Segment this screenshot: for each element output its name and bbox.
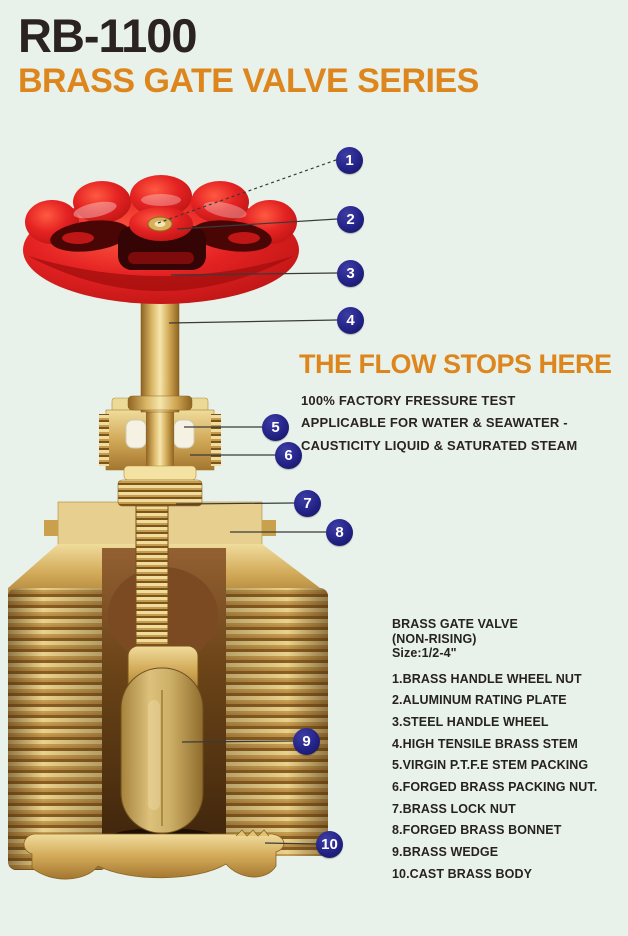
parts-list: 1.BRASS HANDLE WHEEL NUT 2.ALUMINUM RATI…: [392, 669, 597, 886]
part-item-8: 8.FORGED BRASS BONNET: [392, 823, 562, 838]
part-item-1: 1.BRASS HANDLE WHEEL NUT: [392, 671, 582, 686]
spec-name: BRASS GATE VALVE: [392, 617, 518, 631]
part-item-9: 9.BRASS WEDGE: [392, 845, 499, 860]
model-title: RB-1100: [18, 9, 197, 62]
part-item-4: 4.HIGH TENSILE BRASS STEM: [392, 736, 578, 751]
series-title: BRASS GATE VALVE SERIES: [18, 62, 479, 100]
callout-8: 8: [326, 519, 353, 546]
flow-headline: THE FLOW STOPS HERE: [299, 349, 612, 379]
callout-5: 5: [262, 414, 289, 441]
spindle-illustration: [135, 505, 169, 665]
part-item-7: 7.BRASS LOCK NUT: [392, 801, 516, 816]
part-item-6: 6.FORGED BRASS PACKING NUT.: [392, 780, 598, 795]
part-item-3: 3.STEEL HANDLE WHEEL: [392, 714, 549, 729]
spec-size: Size:1/2-4": [392, 646, 457, 660]
callout-9: 9: [293, 728, 320, 755]
callout-1: 1: [336, 147, 363, 174]
feature-line-3: CAUSTICITY LIQUID & SATURATED STEAM: [301, 437, 578, 453]
handwheel-illustration: [23, 175, 299, 304]
wedge-illustration: [120, 645, 204, 834]
callout-10: 10: [316, 831, 343, 858]
part-item-2: 2.ALUMINUM RATING PLATE: [392, 693, 567, 708]
packing-nut-illustration: [99, 397, 221, 507]
stem-illustration: [127, 297, 193, 413]
spec-type: (NON-RISING): [392, 631, 477, 646]
callout-2: 2: [337, 206, 364, 233]
leader-lines: [157, 159, 338, 845]
feature-line-2: APPLICABLE FOR WATER & SEAWATER -: [301, 415, 568, 431]
feature-line-1: 100% FACTORY FRESSURE TEST: [301, 393, 516, 408]
feature-lines: 100% FACTORY FRESSURE TEST APPLICABLE FO…: [301, 390, 577, 457]
spec-block: BRASS GATE VALVE (NON-RISING) Size:1/2-4…: [392, 617, 597, 886]
part-item-5: 5.VIRGIN P.T.F.E STEM PACKING: [392, 758, 589, 773]
callout-7: 7: [294, 490, 321, 517]
callout-6: 6: [275, 442, 302, 469]
callout-3: 3: [337, 260, 364, 287]
part-item-10: 10.CAST BRASS BODY: [392, 866, 533, 881]
callout-4: 4: [337, 307, 364, 334]
